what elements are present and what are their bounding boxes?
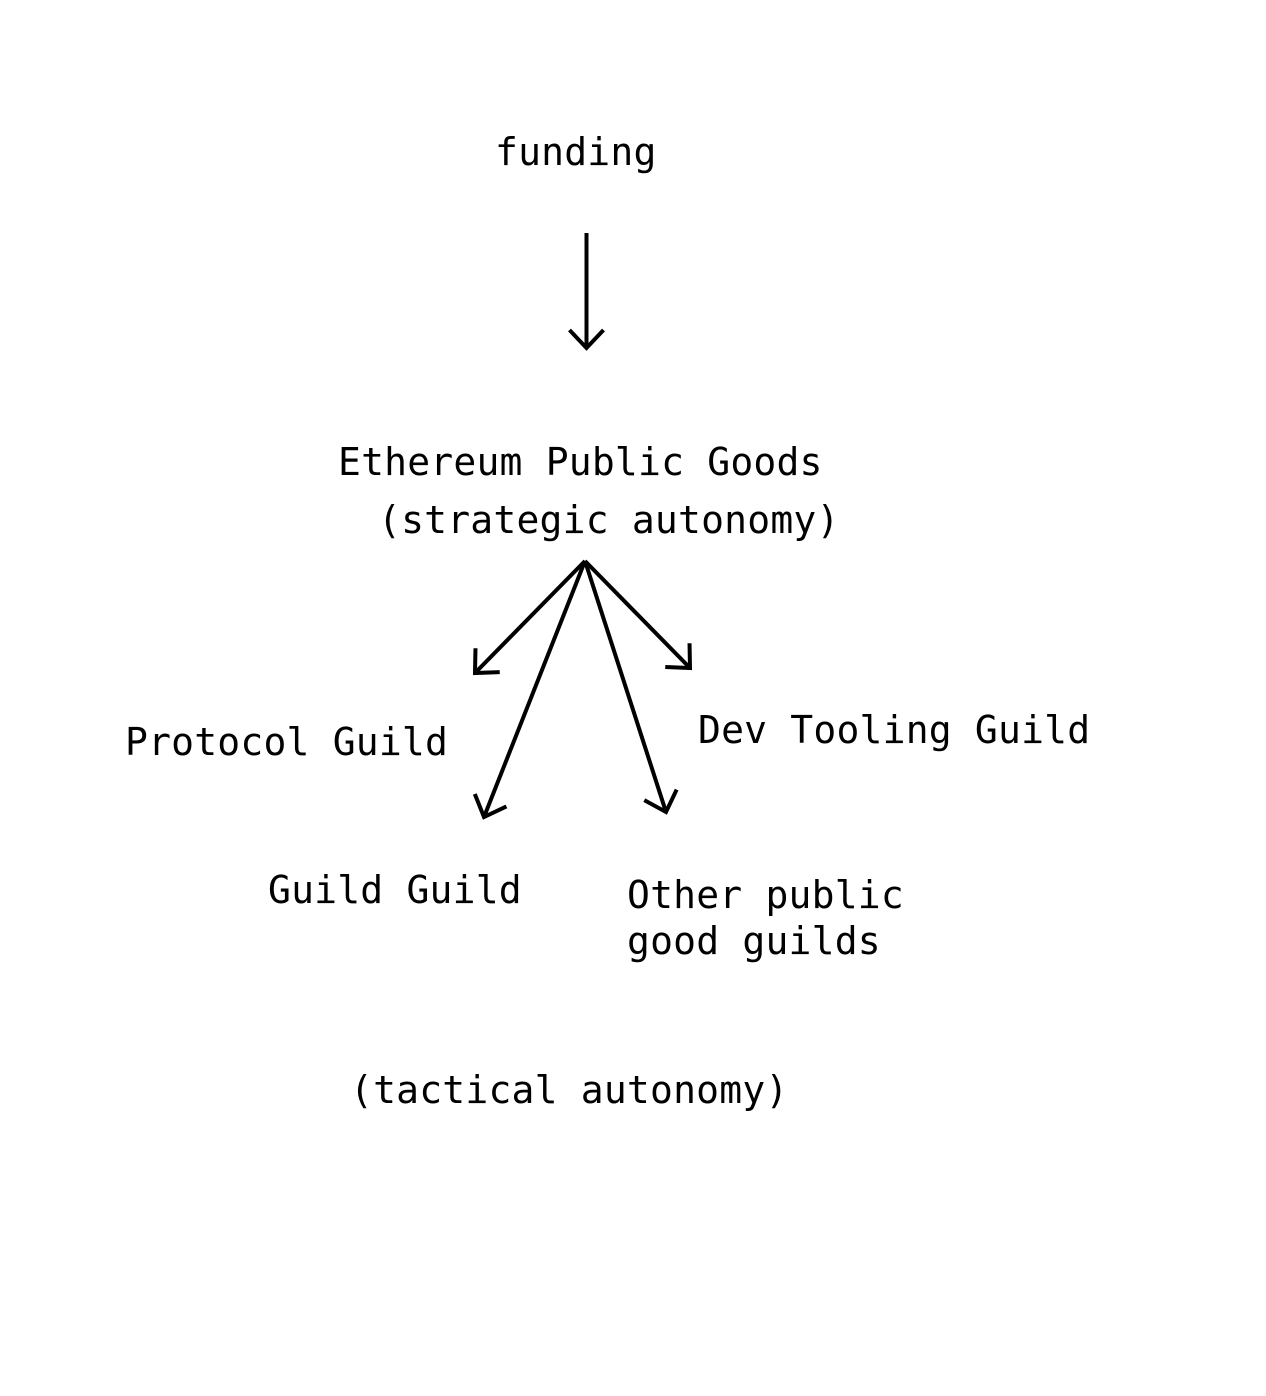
node-ethereum-public-goods: Ethereum Public Goods — [338, 440, 823, 484]
node-protocol-guild: Protocol Guild — [125, 720, 449, 764]
node-guild-guild: Guild Guild — [268, 868, 522, 912]
arrow-epg-to-dev-tooling-guild — [583, 559, 693, 671]
arrow-epg-to-other-public-good-guilds — [583, 560, 679, 815]
node-dev-tooling-guild: Dev Tooling Guild — [698, 708, 1091, 752]
node-tactical-autonomy-caption: (tactical autonomy) — [350, 1068, 789, 1112]
node-other-public-good-guilds: Other public good guilds — [627, 873, 904, 963]
arrow-epg-to-protocol-guild — [472, 559, 587, 676]
node-funding: funding — [495, 130, 657, 174]
node-strategic-autonomy-caption: (strategic autonomy) — [378, 498, 840, 542]
arrow-epg-to-guild-guild — [472, 560, 587, 820]
